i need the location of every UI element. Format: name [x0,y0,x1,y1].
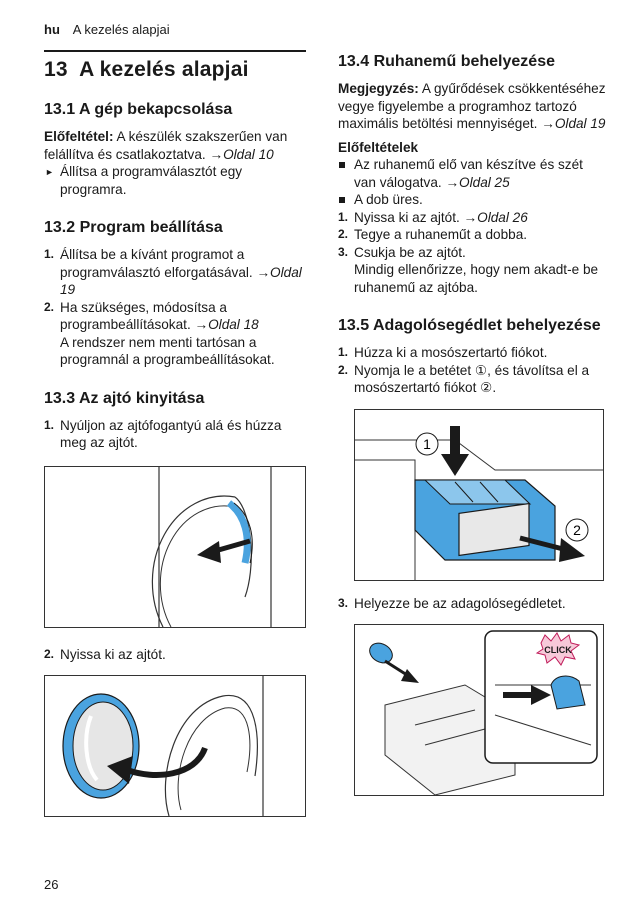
dosing-aid-figure: CLICK [354,624,604,796]
step-text: Nyissa ki az ajtót. [60,646,166,662]
door-open-figure [44,675,306,817]
door-handle-illustration [151,466,272,627]
running-header: hu A kezelés alapjai [44,22,170,37]
triangle-bullet-icon: ► [45,167,54,177]
chapter-title-text: A kezelés alapjai [79,58,249,81]
list-item: 2. Nyomja le a betétet ①, és távolítsa el… [338,362,606,397]
step-text: Nyúljon az ajtófogantyú alá és húzza meg… [60,417,282,451]
step-number: 1. [338,345,349,359]
step-text: Tegye a ruhaneműt a dobba. [354,227,528,242]
square-bullet-icon [339,197,345,203]
step-number: 1. [44,247,55,261]
square-bullet-icon [339,162,345,168]
step-number: 3. [338,244,349,259]
prerequisite-label: Előfeltétel: [44,129,114,144]
note-text: A gyűrődések csökkentéséhez vegye figyel… [338,81,606,131]
section-13-3: 13.3 Az ajtó kinyitása 1. Nyúljon az ajtó… [44,389,306,817]
section-13-1: 13.1 A gép bekapcsolása Előfeltétel: A k… [44,100,306,198]
chapter-rule [44,50,306,52]
list-item: 1. Állítsa be a kívánt programot a progra… [44,246,306,299]
list-item: 2. Nyissa ki az ajtót. [44,646,306,664]
section-title: 13.4 Ruhanemű behelyezése [338,53,555,70]
step-text: Ha szükséges, módosítsa a programbeállít… [60,299,227,333]
figure-callout-1: 1 [423,436,431,452]
step-number: 2. [338,227,349,241]
page-reference[interactable]: →Oldal 19 [541,116,606,131]
list-item: ► Állítsa a programválasztót egy programr… [44,163,306,198]
section-13-5: 13.5 Adagolósegédlet behelyezése 1. Húzza… [338,316,606,796]
page-reference[interactable]: →Oldal 18 [194,317,259,332]
list-item: 1. Nyúljon az ajtófogantyú alá és húzza m… [44,417,306,452]
step-number: 2. [44,646,55,661]
list-item: 1. Húzza ki a mosószertartó fiókot. [338,344,606,362]
section-title: 13.2 Program beállítása [44,219,223,236]
drawer-removal-illustration: 1 2 [355,425,603,580]
page-reference[interactable]: →Oldal 25 [445,174,510,190]
step-text: Nyomja le a betétet ①, és távolítsa el a… [354,362,590,396]
step-text: Húzza ki a mosószertartó fiókot. [354,345,548,360]
page-reference[interactable]: →Oldal 19 [60,264,302,298]
step-text: Állítsa be a kívánt programot a programv… [60,247,257,280]
click-label: CLICK [544,645,572,655]
step-number: 1. [44,417,55,432]
step-note: A rendszer nem menti tartósan a programn… [60,334,275,368]
prerequisites-heading: Előfeltételek [338,139,419,155]
right-column: 13.4 Ruhanemű behelyezése Megjegyzés: A … [338,50,606,816]
list-item: Az ruhanemű elő van készítve és szét van… [338,156,606,191]
step-number: 3. [338,595,349,610]
door-open-illustration [62,676,264,817]
prerequisite-text: A készülék szakszerűen van felállítva és… [44,129,288,162]
step-text: Csukja be az ajtót. [354,244,466,260]
page-reference[interactable]: →Oldal 26 [463,209,528,225]
list-item: 3. Csukja be az ajtót. Mindig ellenőrizze,… [338,244,606,297]
step-number: 2. [338,362,349,377]
page-reference[interactable]: →Oldal 10 [209,146,274,162]
step-text: Helyezze be az adagolósegédletet. [354,595,566,611]
page-number: 26 [44,877,59,892]
prerequisite-text: Az ruhanemű elő van készítve és szét van… [354,157,583,190]
figure-callout-2: 2 [573,522,581,538]
section-title: 13.3 Az ajtó kinyitása [44,389,205,407]
section-13-2: 13.2 Program beállítása 1. Állítsa be a k… [44,218,306,369]
step-text: Állítsa a programválasztót egy programra… [60,164,243,197]
left-column: 13 A kezelés alapjai 13.1 A gép bekapcso… [44,50,306,837]
running-header-title: A kezelés alapjai [72,22,170,37]
chapter-number: 13 [44,58,68,81]
drawer-removal-figure: 1 2 [354,408,604,581]
note: Megjegyzés: A gyűrődések csökkentéséhez … [338,80,606,133]
prerequisite: Előfeltétel: A készülék szakszerűen van … [44,128,306,163]
list-item: 1. Nyissa ki az ajtót. →Oldal 26 [338,209,606,227]
step-number: 1. [338,209,349,224]
list-item: 2. Tegye a ruhaneműt a dobba. [338,226,606,244]
step-text: Nyissa ki az ajtót. [354,209,464,225]
prerequisite-text: A dob üres. [354,192,423,207]
step-note: Mindig ellenőrizze, hogy nem akadt-e be … [354,262,599,295]
list-item: 3. Helyezze be az adagolósegédletet. [338,595,606,613]
list-item: A dob üres. [338,191,606,209]
language-code: hu [44,22,60,37]
section-title: 13.5 Adagolósegédlet behelyezése [338,317,601,334]
step-number: 2. [44,299,55,314]
note-label: Megjegyzés: [338,81,419,96]
list-item: 2. Ha szükséges, módosítsa a programbeáll… [44,299,306,369]
chapter-title: 13 A kezelés alapjai [44,58,306,82]
dosing-aid-illustration: CLICK [369,630,598,796]
door-handle-figure [44,465,306,628]
section-title: 13.1 A gép bekapcsolása [44,101,233,118]
section-13-4: 13.4 Ruhanemű behelyezése Megjegyzés: A … [338,52,606,296]
